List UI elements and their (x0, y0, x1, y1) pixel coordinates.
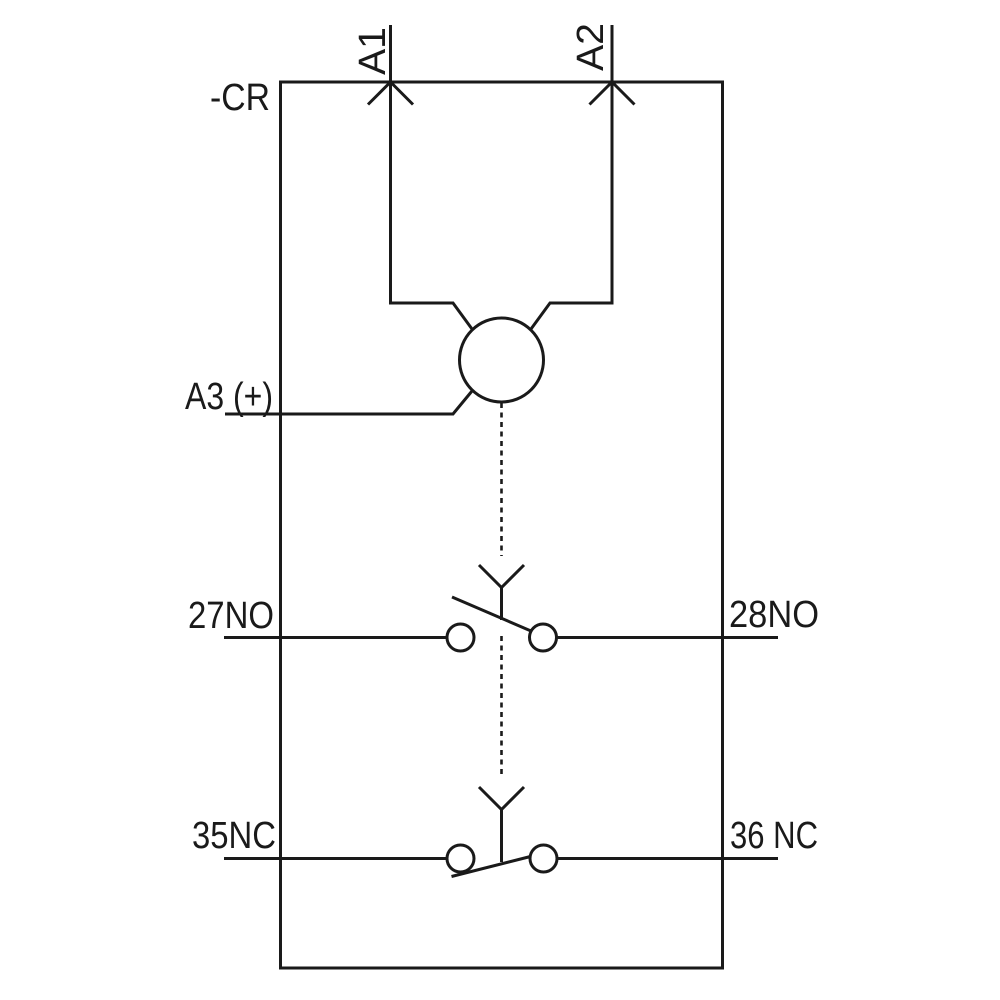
coil-terminal-a2-lead (529, 25, 614, 330)
nc-contact-left-label: 35NC (192, 815, 276, 857)
nc-contact-blade (451, 855, 531, 878)
coil-circle (458, 316, 545, 404)
coil-terminal-a3-label: A3 (+) (185, 376, 273, 418)
coil-terminal-a2-label: A2 (570, 23, 612, 71)
no-contact-right-label: 28NO (729, 594, 819, 636)
device-label: -CR (210, 77, 270, 119)
nc-contact-terminal-left (445, 843, 476, 874)
coil-terminal-a2-arrow (588, 79, 636, 106)
no-contact-terminal-right (528, 622, 558, 653)
nc-contact-right-label: 36 NC (730, 815, 818, 857)
coil-terminal-a1-lead (389, 25, 474, 330)
nc-contact-terminal-right (528, 843, 559, 874)
nc-contact-fork (477, 785, 526, 812)
coil-terminal-a1-label: A1 (352, 27, 394, 75)
coil-terminal-a3-lead (225, 390, 474, 416)
no-contact-left-label: 27NO (188, 595, 274, 637)
no-contact-fork (477, 563, 526, 590)
no-contact-blade (451, 595, 532, 633)
device-outline (279, 80, 724, 970)
coil-terminal-a1-arrow (366, 79, 415, 106)
no-contact-terminal-left (445, 622, 476, 653)
